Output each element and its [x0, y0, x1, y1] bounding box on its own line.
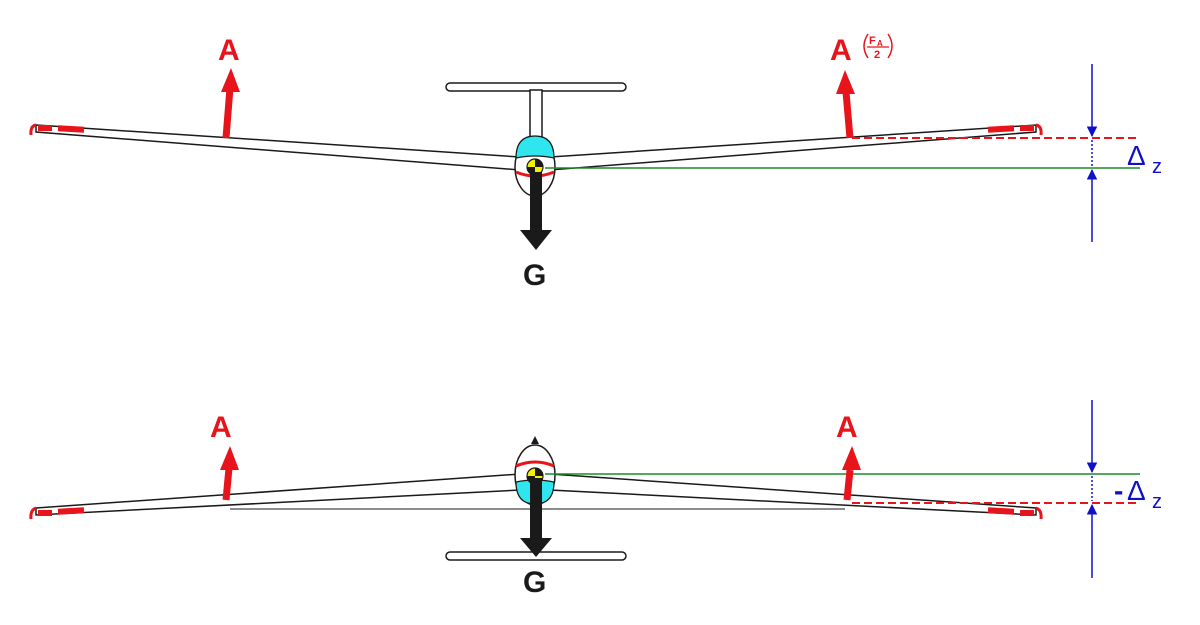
top-delta-label: Δ [1127, 140, 1146, 171]
bottom-delta-label: Δ [1127, 475, 1146, 506]
top-lift-arrow-left [221, 68, 240, 139]
bottom-lift-label-left: A [210, 411, 232, 444]
top-right-wing [549, 124, 1037, 171]
top-lift-label-right: A [830, 34, 852, 67]
top-delta-sub: z [1152, 156, 1162, 178]
top-left-wingtip-mark-2 [57, 125, 85, 133]
bottom-delta-prefix: - [1114, 475, 1123, 506]
bottom-left-wingtip-mark-2 [57, 507, 85, 515]
bottom-fuselage-stripe [515, 460, 555, 468]
bottom-left-winglet [29, 506, 37, 520]
top-cg-marker [526, 158, 544, 176]
top-canopy [515, 135, 555, 159]
top-weight-label: G [523, 259, 546, 292]
bottom-nose-tip [531, 436, 539, 444]
top-lift-arrow-right [836, 70, 855, 139]
bottom-lift-arrow-left [220, 446, 239, 501]
bottom-right-wingtip-mark-2 [987, 507, 1015, 515]
top-right-wingtip-mark-2 [987, 125, 1015, 133]
top-fraction-denominator: 2 [874, 49, 880, 61]
bottom-left-wingtip-mark [38, 510, 52, 516]
top-glider [29, 82, 1043, 197]
top-fraction-numerator-sub: A [877, 39, 883, 48]
bottom-delta-sub: z [1152, 491, 1162, 513]
top-left-winglet [29, 123, 37, 136]
top-right-wingtip-mark [1020, 125, 1034, 131]
top-right-winglet [1035, 123, 1043, 136]
top-lift-label-left: A [218, 34, 240, 67]
top-weight-arrow [520, 172, 552, 250]
top-vertical-fin [529, 89, 543, 139]
bottom-right-winglet [1035, 506, 1043, 520]
bottom-weight-arrow [520, 478, 552, 557]
top-lift-fraction: F A 2 [863, 33, 893, 61]
top-left-wingtip-mark [38, 125, 52, 131]
bottom-lift-label-right: A [836, 411, 858, 444]
bottom-lift-arrow-right [842, 446, 861, 501]
top-fraction-numerator: F [869, 35, 876, 47]
bottom-weight-label: G [523, 566, 546, 599]
bottom-right-wingtip-mark [1020, 510, 1034, 516]
top-left-wing [35, 124, 521, 171]
